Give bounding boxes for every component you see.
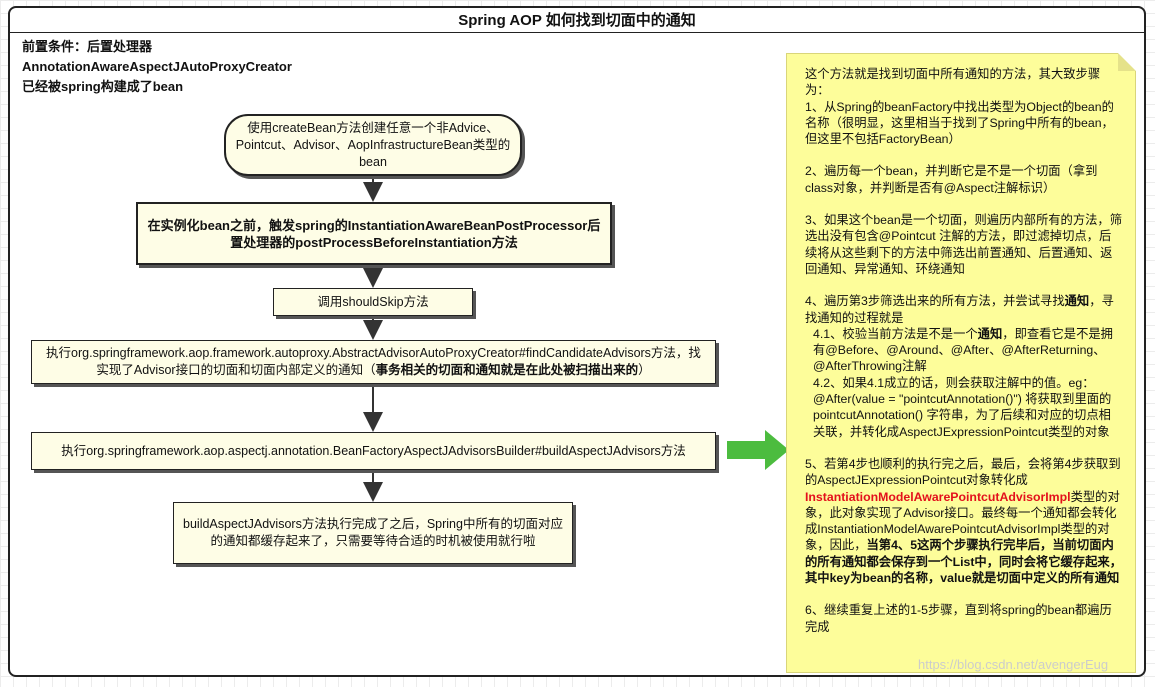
- step-create-bean: 使用createBean方法创建任意一个非Advice、Pointcut、Adv…: [224, 114, 522, 176]
- step-advisors-cached: buildAspectJAdvisors方法执行完成了之后，Spring中所有的…: [173, 502, 573, 564]
- step-advisors-cached-text: buildAspectJAdvisors方法执行完成了之后，Spring中所有的…: [183, 517, 563, 548]
- step-create-bean-text: 使用createBean方法创建任意一个非Advice、Pointcut、Adv…: [235, 120, 511, 169]
- note-step-5-red: InstantiationModelAwarePointcutAdvisorIm…: [805, 489, 1071, 504]
- note-step-5: 5、若第4步也顺利的执行完之后，最后，会将第4步获取到的AspectJExpre…: [805, 456, 1123, 586]
- step-build-aspectj-advisors: 执行org.springframework.aop.aspectj.annota…: [31, 432, 716, 470]
- step-before-instantiation-text: 在实例化bean之前，触发spring的InstantiationAwareBe…: [147, 217, 601, 250]
- note-step-4-2: 4.2、如果4.1成立的话，则会获取注解中的值。eg：@After(value …: [813, 375, 1112, 439]
- note-step-4-1-c: ，即查看它是不是拥有@Before、@Around、@After、@AfterR…: [813, 326, 1113, 374]
- watermark: https://blog.csdn.net/avengerEug: [918, 657, 1109, 672]
- note-step-2: 2、遍历每一个bean，并判断它是不是一个切面（拿到class对象，并判断是否有…: [805, 164, 1098, 195]
- precondition-line-1: 前置条件：后置处理器: [22, 39, 153, 54]
- diagram-title: Spring AOP 如何找到切面中的通知: [458, 12, 696, 29]
- note-step-5-bold: 当第4、5这两个步骤执行完毕后，当前切面内的所有通知都会保存到一个List中，同…: [805, 538, 1122, 586]
- note-step-4-1-a: 4.1、校验当前方法是不是一个: [813, 326, 978, 341]
- step-find-candidate-advisors: 执行org.springframework.aop.framework.auto…: [31, 340, 716, 384]
- green-arrow: [727, 430, 789, 470]
- note-step-4-a: 4、遍历第3步筛选出来的所有方法，并尝试寻找: [805, 294, 1065, 309]
- step-build-aspectj-advisors-text: 执行org.springframework.aop.aspectj.annota…: [61, 443, 686, 458]
- note-step-4-1: 4.1、校验当前方法是不是一个通知，即查看它是不是拥有@Before、@Arou…: [805, 326, 1123, 375]
- step-find-candidate-advisors-main: 执行org.springframework.aop.framework.auto…: [46, 346, 701, 377]
- step-before-instantiation: 在实例化bean之前，触发spring的InstantiationAwareBe…: [136, 202, 612, 265]
- note-step-4: 4、遍历第3步筛选出来的所有方法，并尝试寻找通知，寻找通知的过程就是 4.1、校…: [805, 293, 1123, 440]
- note-step-3: 3、如果这个bean是一个切面，则遍历内部所有的方法，筛选出没有包含@Point…: [805, 213, 1123, 276]
- note-step-4-1-b: 通知: [977, 326, 1003, 341]
- explanation-note: 这个方法就是找到切面中所有通知的方法，其大致步骤为： 1、从Spring的bea…: [786, 53, 1136, 673]
- note-fold-corner: [1118, 53, 1136, 71]
- title-divider: [10, 32, 1144, 33]
- note-step-5-a: 5、若第4步也顺利的执行完之后，最后，会将第4步获取到的AspectJExpre…: [805, 456, 1121, 488]
- note-intro: 这个方法就是找到切面中所有通知的方法，其大致步骤为：: [805, 67, 1101, 98]
- precondition-line-2: AnnotationAwareAspectJAutoProxyCreator: [22, 59, 292, 74]
- step-find-candidate-advisors-end: ）: [638, 363, 651, 377]
- step-find-candidate-advisors-text: 执行org.springframework.aop.framework.auto…: [40, 345, 707, 379]
- note-step-1: 1、从Spring的beanFactory中找出类型为Object的bean的名…: [805, 99, 1114, 147]
- note-step-6: 6、继续重复上述的1-5步骤，直到将spring的bean都遍历完成: [805, 603, 1112, 634]
- precondition: 前置条件：后置处理器 AnnotationAwareAspectJAutoPro…: [22, 37, 292, 97]
- step-should-skip: 调用shouldSkip方法: [273, 288, 473, 316]
- precondition-line-3: 已经被spring构建成了bean: [22, 79, 184, 94]
- note-step-4-c: ，寻找通知的过程就是: [805, 294, 1114, 325]
- note-step-4-b: 通知: [1064, 294, 1090, 309]
- note-step-5-b: 类型的对象，此对象实现了Advisor接口。最终每一个通知都会转化成Instan…: [805, 489, 1120, 553]
- step-should-skip-text: 调用shouldSkip方法: [317, 294, 429, 309]
- step-find-candidate-advisors-bold: 事务相关的切面和通知就是在此处被扫描出来的: [375, 363, 639, 377]
